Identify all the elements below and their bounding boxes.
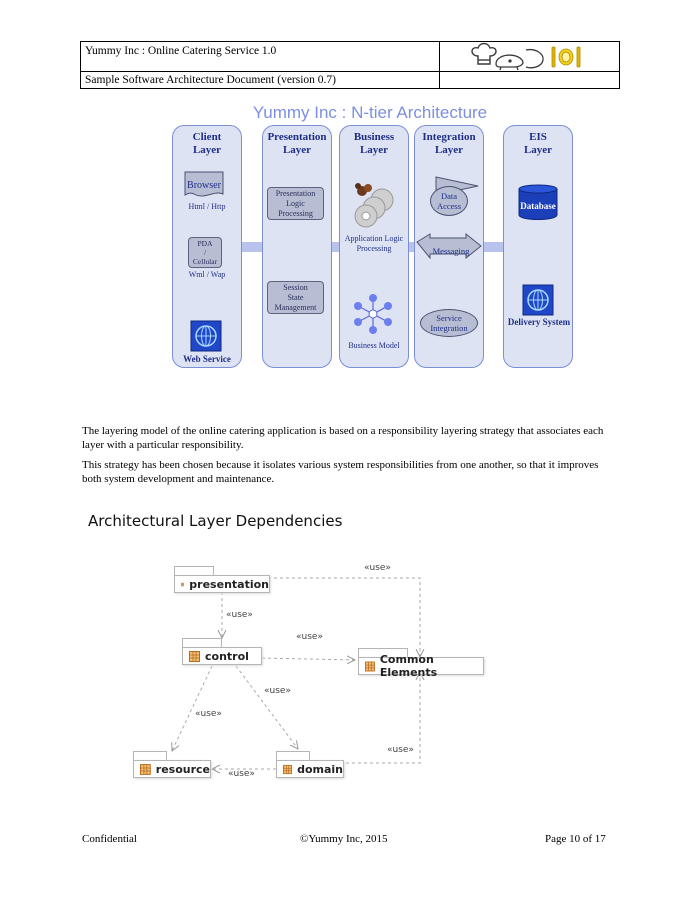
package-icon [140,763,151,775]
use-label: «use» [228,769,255,779]
database-label: Database [520,201,556,211]
integration-layer-heading: Integration Layer [422,131,476,156]
common-elements-package-label: Common Elements [379,653,438,679]
paragraph-strategy: This strategy has been chosen because it… [82,459,599,485]
gears-icon [354,183,394,228]
domain-to-common-arrow [346,672,420,764]
browser-protocol: Html / Http [188,202,226,211]
control-to-domain-arrow [235,665,298,749]
control-to-common-arrow [261,658,355,660]
use-label: «use» [296,632,323,642]
footer-copyright: ©Yummy Inc, 2015 [300,833,388,845]
package-icon [181,582,185,586]
use-label: «use» [387,745,414,755]
domain-package-label: domain [297,762,343,776]
client-layer-heading: Client Layer [192,131,222,156]
package-icon [283,764,293,774]
architecture-title: Yummy Inc : N-tier Architecture [252,103,488,122]
use-label: «use» [364,563,391,573]
presentation-package: presentation [174,575,270,593]
use-label: «use» [226,610,253,620]
document-title: Yummy Inc : Online Catering Service 1.0 [81,42,440,72]
pda-box: PDA / Cellular [188,237,222,268]
common-elements-package: Common Elements [358,653,484,679]
paragraph-layering-model: The layering model of the online caterin… [82,425,604,451]
delivery-system-icon [522,284,554,316]
fork-knife-icon [551,46,581,68]
resource-package: resource [133,760,211,778]
domain-package-tab [276,751,310,761]
package-icon [365,661,375,671]
browser-icon [184,171,224,197]
service-integration-oval: Service Integration [420,309,478,337]
control-package-tab [182,638,222,648]
web-service-label: Web Service [183,354,231,364]
business-layer [339,125,409,368]
control-package: control [182,647,262,665]
business-model-label: Business Model [348,341,400,350]
pig-icon [495,54,524,71]
resource-package-tab [133,751,167,761]
presentation-layer [262,125,332,368]
web-service-icon [190,320,222,352]
session-state-box: Session State Management [267,281,324,314]
delivery-system-label: Delivery System [507,317,571,327]
business-model-icon [354,294,392,334]
footer-page-number: Page 10 of 17 [545,833,606,845]
dependency-arrows [0,577,696,800]
footer-confidential: Confidential [82,833,137,845]
control-package-label: control [205,649,249,663]
database-icon [518,184,558,220]
messaging-arrow-icon [416,232,482,260]
common-package-tab [358,648,408,658]
pda-protocol: Wml / Wap [188,270,226,279]
presentation-logic-box: Presentation Logic Processing [267,187,324,220]
resource-package-label: resource [155,762,210,776]
eis-layer [503,125,573,368]
plate-icon [525,48,544,69]
logo [471,42,581,71]
blank-cell [440,72,619,89]
app-logic-label: Application Logic Processing [344,234,404,253]
domain-package: domain [276,760,344,778]
messaging-label: Messaging [432,246,470,256]
chef-hat-icon [471,42,497,65]
business-layer-heading: Business Layer [353,131,395,156]
package-icon [189,650,200,662]
presentation-package-label: presentation [189,577,269,591]
browser-label: Browser [187,180,221,191]
use-label: «use» [264,686,291,696]
eis-layer-heading: EIS Layer [523,131,553,156]
control-to-resource-arrow [172,665,213,751]
presentation-layer-heading: Presentation Layer [267,131,327,156]
presentation-package-tab [174,566,214,576]
presentation-to-common-arrow [268,577,420,657]
document-subtitle: Sample Software Architecture Document (v… [81,72,440,89]
header-table: Yummy Inc : Online Catering Service 1.0 … [80,41,620,89]
use-label: «use» [195,709,222,719]
dependencies-heading: Architectural Layer Dependencies [88,512,343,530]
logo-cell [440,42,619,72]
data-access-oval: Data Access [430,186,468,216]
